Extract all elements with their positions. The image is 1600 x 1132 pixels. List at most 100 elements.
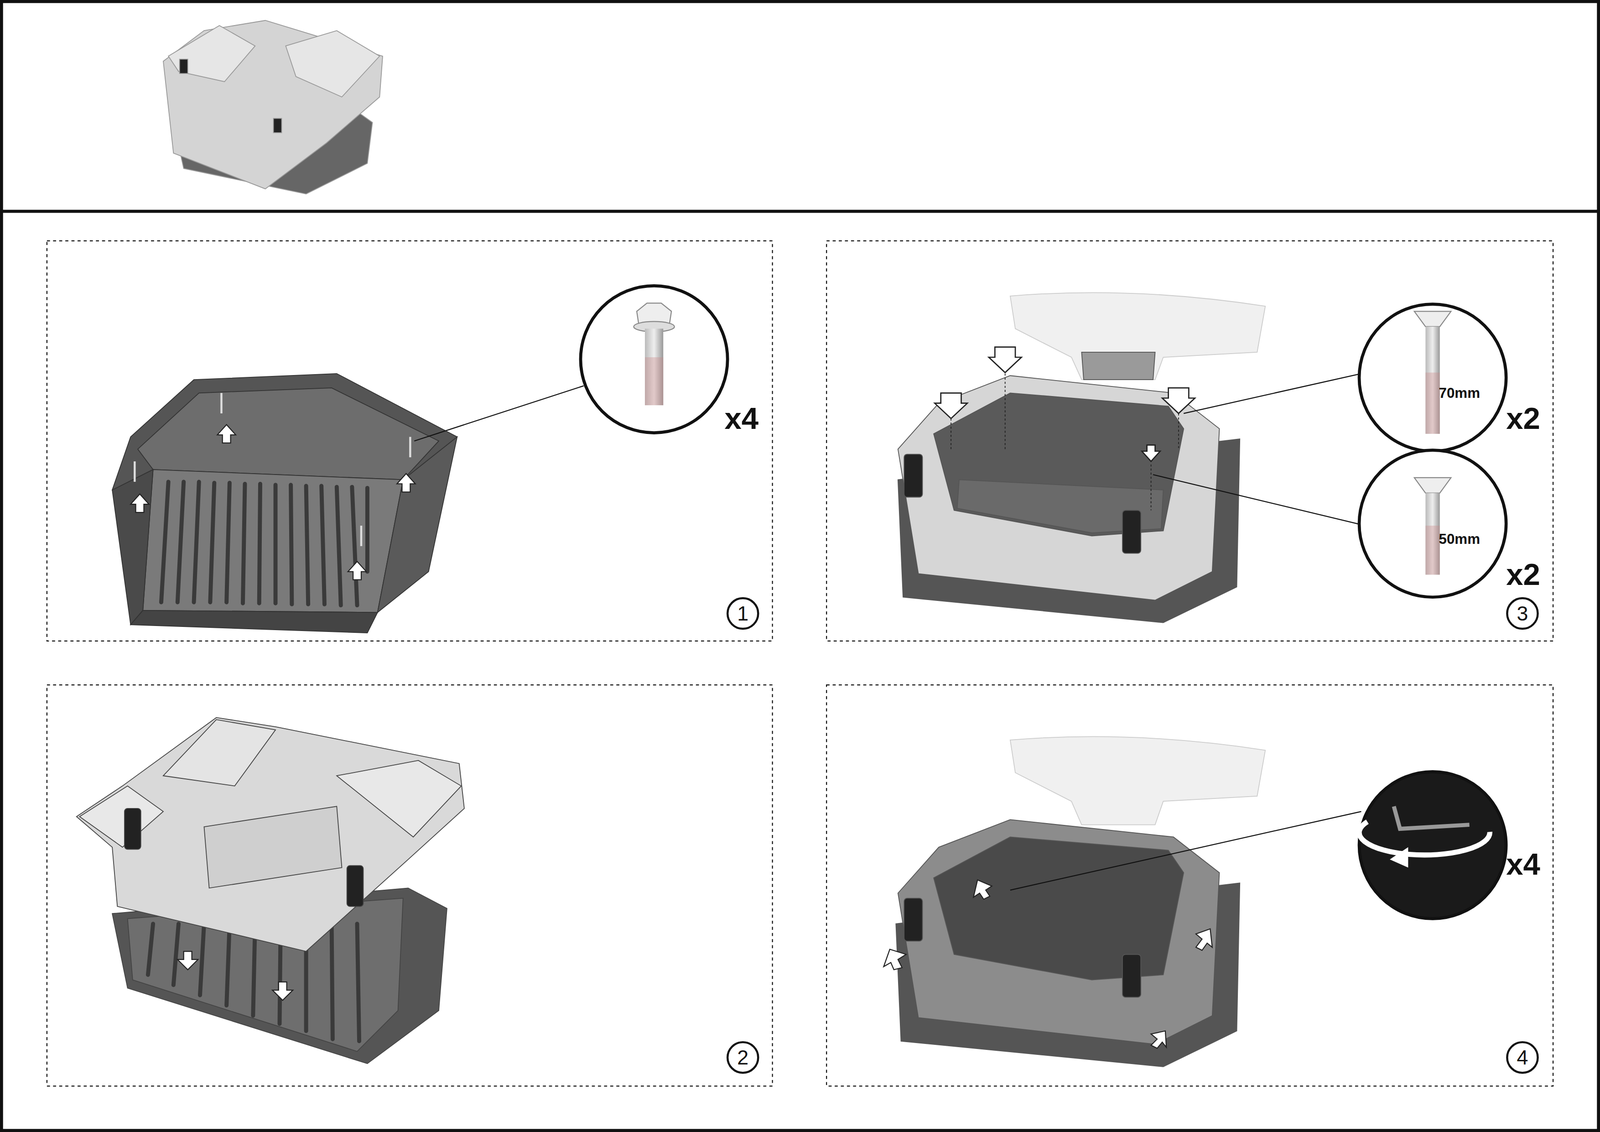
dimension-text: 70mm <box>1438 385 1481 400</box>
tray-base-part-part <box>360 525 363 546</box>
screw-callout-part <box>1359 450 1507 598</box>
tray-base-part-part <box>336 486 341 606</box>
leader-line-part <box>1153 474 1362 525</box>
box-lid-placement-part <box>203 805 342 888</box>
box-lid-placement-part-part <box>173 923 179 985</box>
frame-part <box>826 240 1554 641</box>
thumbnail-box-part <box>285 30 380 97</box>
box-lid-placement-part-part <box>331 923 333 1039</box>
leader-line <box>1010 811 1362 890</box>
tray-base-part <box>161 481 368 606</box>
box-open <box>898 292 1266 623</box>
tray-base-part-part <box>133 461 136 482</box>
quantity-label: x4 <box>1506 848 1541 880</box>
bolt-callout-part <box>644 357 664 406</box>
screw-callout-part <box>1414 311 1452 327</box>
box-open-part <box>898 375 1220 600</box>
tray-base-part-part <box>365 487 370 572</box>
tray-base-part <box>377 436 458 613</box>
box-lid-placement-part <box>336 760 462 837</box>
step-number-circle: 4 <box>1506 1040 1539 1074</box>
box-lid-placement-part <box>177 950 293 1000</box>
thumbnail-box <box>163 20 383 194</box>
box-lid-placement-part <box>79 785 164 847</box>
tray-base-part-part <box>161 481 169 603</box>
box-lid-placement-part <box>124 808 141 849</box>
tray-base-part-part <box>290 484 292 605</box>
box-tighten-part <box>1122 954 1141 998</box>
hex-key-callout-part <box>1359 771 1507 919</box>
step-number-circle: 3 <box>1506 597 1539 630</box>
box-open-part-part <box>934 392 968 419</box>
box-open-part <box>934 347 1195 462</box>
tray-base-part <box>130 610 378 633</box>
tray-base <box>112 373 458 633</box>
box-tighten-part <box>898 819 1220 1044</box>
bolt-callout-part <box>580 285 728 433</box>
tray-base-part <box>137 387 439 480</box>
tray-base-part-part <box>226 482 230 603</box>
tray-base-part-part <box>352 486 358 606</box>
tray-base-part-part <box>210 482 215 603</box>
screw-callout-part <box>1359 304 1507 452</box>
hex-key-callout-part <box>1359 821 1490 855</box>
hex-key-callout <box>1359 771 1507 919</box>
tray-base-part-part <box>273 484 278 604</box>
screw-callout-part <box>1425 372 1440 434</box>
hex-key-callout-part <box>1393 805 1470 829</box>
tray-base-part <box>134 392 411 546</box>
box-tighten-part-part <box>973 879 992 899</box>
box-open-part <box>1010 292 1266 380</box>
box-tighten <box>883 736 1266 1066</box>
leader-line <box>1153 373 1362 525</box>
tray-base-part-part <box>242 483 245 603</box>
box-lid-placement-part <box>147 923 359 1041</box>
step-number: 4 <box>1516 1046 1529 1068</box>
callout-circle: 50mm <box>1359 450 1507 598</box>
thumbnail-box-part <box>168 25 255 82</box>
bolt-callout <box>580 285 728 433</box>
box-lid-placement-part-part <box>147 923 153 975</box>
box-open-part-part <box>1150 464 1152 511</box>
thumbnail-box-part <box>163 20 383 189</box>
box-tighten-part <box>883 879 1212 1048</box>
tray-base-part <box>130 424 416 580</box>
frame-part <box>46 240 773 641</box>
screw-callout <box>1359 304 1507 598</box>
box-open-part-part <box>950 418 952 449</box>
tray-base-part-part <box>217 424 236 443</box>
box-open-part <box>1122 510 1141 554</box>
box-tighten-part-part <box>883 949 906 970</box>
frame-part <box>0 209 1600 213</box>
box-lid-placement-part-part <box>272 981 293 1000</box>
tray-base-part <box>112 469 153 625</box>
box-lid-placement <box>76 717 465 1064</box>
quantity-label: x2 <box>1506 559 1541 590</box>
box-tighten-part-part <box>1195 928 1213 951</box>
box-lid-placement-part-part <box>177 950 198 970</box>
thumbnail-box-part <box>179 59 188 74</box>
tray-base-part-part <box>409 436 411 458</box>
box-lid-placement-part-part <box>226 923 230 1006</box>
quantity-label: x4 <box>724 403 759 434</box>
box-open-part <box>933 392 1184 536</box>
box-open-part-part <box>1004 369 1006 449</box>
leader-line <box>414 385 584 442</box>
tray-base-part-part <box>130 493 149 513</box>
tray-base-part-part <box>177 481 184 603</box>
box-open-part-part <box>1162 387 1195 414</box>
box-lid-placement-part-part <box>200 923 205 996</box>
tray-base-part-part <box>220 392 223 414</box>
box-lid-placement-part-part <box>357 923 359 1041</box>
tray-base-part-part <box>259 483 260 603</box>
frame-part <box>46 684 773 1086</box>
step-number: 3 <box>1516 602 1529 624</box>
step-number-circle: 1 <box>726 597 760 630</box>
thumbnail-box-part <box>273 118 282 133</box>
box-lid-placement-part <box>76 717 465 951</box>
box-tighten-part-part <box>1151 1030 1167 1049</box>
screw-callout-part <box>1414 477 1452 494</box>
screw-callout-part <box>1425 493 1440 575</box>
